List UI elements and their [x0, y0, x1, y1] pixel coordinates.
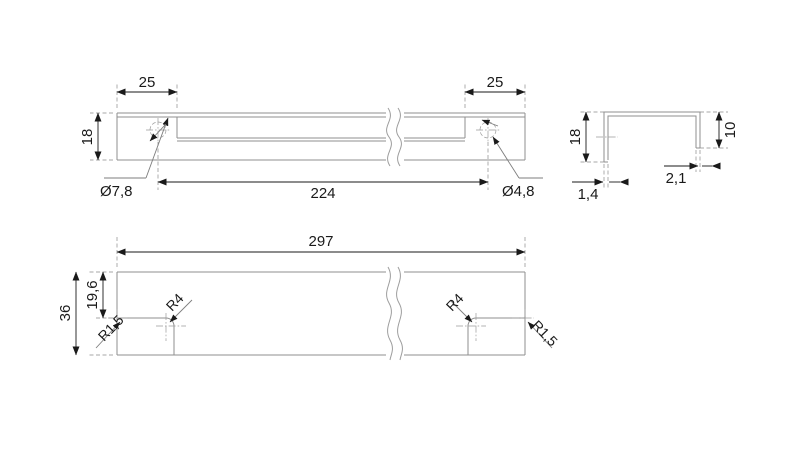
dimension-front-right-25: 25	[464, 74, 526, 96]
dimension-label-section-thickness-2-1: 2,1	[666, 170, 687, 187]
dimension-label-front-left-25: 25	[139, 74, 156, 91]
callout-radius-left-large: R4	[163, 290, 193, 323]
dimension-label-radius-left-small: R1,5	[95, 312, 127, 345]
dimension-bottom-length-297: 297	[116, 233, 526, 256]
dimension-label-section-flange-10: 10	[722, 122, 739, 139]
dimension-label-radius-right-small: R1,5	[529, 317, 561, 350]
dimension-label-front-center-224: 224	[310, 185, 335, 202]
dimension-front-height-18: 18	[79, 112, 102, 161]
dimension-section-thickness-2-1: 2,1	[664, 162, 721, 187]
dimension-label-front-right-25: 25	[487, 74, 504, 91]
dimension-label-radius-right-large: R4	[443, 290, 467, 314]
dimension-label-section-thickness-1-4: 1,4	[578, 186, 599, 203]
dimension-label-hole-right: Ø4,8	[502, 183, 535, 200]
front-elevation-view: 25 25 18 224 Ø7,8 Ø4,8	[79, 74, 543, 202]
callout-hole-left: Ø7,8	[100, 117, 169, 200]
dimension-label-radius-left-large: R4	[163, 290, 187, 314]
break-line-zigzag	[386, 266, 403, 361]
dimension-section-height-18: 18	[567, 111, 590, 163]
dimension-label-bottom-width-19-6: 19,6	[84, 280, 101, 309]
callout-radius-left-small: R1,5	[95, 312, 127, 349]
cross-section-view: 18 10 2,1 1,4	[567, 111, 739, 203]
section-profile-outline	[603, 111, 701, 163]
dimension-bottom-width-19-6: 19,6	[84, 271, 107, 319]
front-profile-outline	[116, 112, 526, 161]
hole-right-center-mark	[475, 117, 501, 143]
dimension-bottom-width-36: 36	[57, 271, 80, 356]
dimension-front-left-25: 25	[116, 74, 178, 96]
dimension-label-bottom-length-297: 297	[308, 233, 333, 250]
callout-hole-right: Ø4,8	[481, 119, 543, 200]
dimension-label-bottom-width-36: 36	[57, 305, 74, 322]
callout-radius-right-small: R1,5	[527, 317, 561, 350]
callout-radius-right-large: R4	[443, 290, 473, 323]
dimension-front-center-224: 224	[157, 178, 489, 202]
dimension-section-thickness-1-4: 1,4	[572, 178, 629, 203]
dimension-section-flange-10: 10	[715, 111, 739, 149]
front-extension-lines	[90, 83, 526, 190]
dimension-label-front-height-18: 18	[79, 129, 96, 146]
bottom-center-marks	[108, 309, 534, 341]
dimension-label-section-height-18: 18	[567, 129, 584, 146]
bottom-plan-view: 297 36 19,6 R1,5 R4 R4 R1,	[57, 233, 561, 361]
dimension-label-hole-left: Ø7,8	[100, 183, 133, 200]
section-extension-lines	[578, 111, 728, 188]
break-line-zigzag	[386, 107, 402, 167]
